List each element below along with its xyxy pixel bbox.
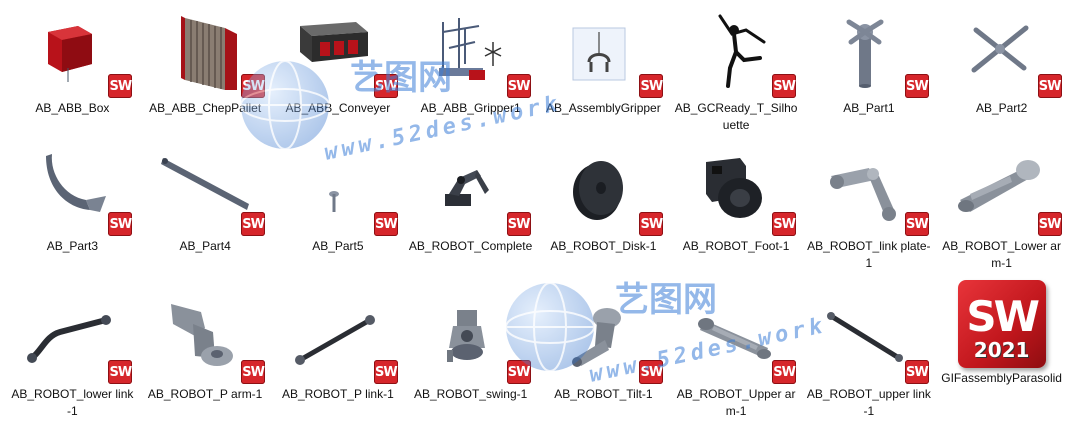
file-name: AB_ROBOT_swing-1 — [413, 387, 528, 401]
small-pin-icon: SW — [278, 148, 398, 236]
curved-hook-icon: SW — [12, 148, 133, 236]
file-tile[interactable]: SW AB_ROBOT_Disk-1 — [537, 144, 670, 292]
solidworks-badge-icon: SW — [772, 360, 797, 384]
file-tile[interactable]: SW AB_Part5 — [272, 144, 405, 292]
file-name: AB_Part3 — [46, 239, 99, 253]
file-tile[interactable]: SW AB_ROBOT_Complete — [404, 144, 537, 292]
long-bar-icon: SW — [145, 148, 266, 236]
solidworks-badge-icon: SW — [639, 212, 664, 236]
solidworks-badge-icon: SW — [1037, 212, 1062, 236]
robot-foot-icon: SW — [676, 148, 797, 236]
file-name: AB_AssemblyGripper — [546, 101, 661, 115]
file-name: AB_ROBOT_link plate-1 — [807, 239, 931, 270]
file-name: AB_GCReady_T_Silhouette — [674, 101, 798, 132]
file-name: AB_ABB_Box — [35, 101, 110, 115]
solidworks-badge-icon: SW — [772, 212, 797, 236]
part-post-icon: SW — [809, 10, 929, 98]
file-tile[interactable]: SW AB_ROBOT_Lower arm-1 — [935, 144, 1068, 292]
file-tile[interactable]: SW AB_AssemblyGripper — [537, 6, 670, 144]
solidworks-badge-icon: SW — [108, 360, 133, 384]
swing-icon: SW — [411, 296, 531, 384]
disk-icon: SW — [543, 148, 664, 236]
solidworks-badge-icon: SW — [373, 74, 398, 98]
file-name: AB_ROBOT_P link-1 — [281, 387, 394, 401]
file-name: AB_Part5 — [312, 239, 364, 253]
file-name: AB_ROBOT_Disk-1 — [550, 239, 657, 253]
solidworks-badge-icon: SW — [108, 74, 133, 98]
file-name: AB_Part2 — [975, 101, 1028, 115]
file-tile[interactable]: SW AB_ROBOT_Tilt-1 — [537, 292, 670, 432]
red-box-icon: SW — [12, 10, 133, 98]
file-tile[interactable]: SW AB_ROBOT_swing-1 — [404, 292, 537, 432]
file-name: AB_Part4 — [179, 239, 231, 253]
dancer-silhouette-icon: SW — [676, 10, 797, 98]
lower-link-icon: SW — [12, 296, 133, 384]
file-name: GIFassemblyParasolid — [941, 371, 1062, 385]
gripper-assembly-icon: SW — [411, 10, 531, 98]
file-name: AB_Part1 — [843, 101, 895, 115]
solidworks-badge-icon: SW — [108, 212, 133, 236]
solidworks-badge-icon: SW — [904, 212, 929, 236]
link-plate-icon: SW — [809, 148, 929, 236]
file-name: AB_ROBOT_Foot-1 — [682, 239, 790, 253]
file-name: AB_ROBOT_Tilt-1 — [554, 387, 653, 401]
file-tile[interactable]: SW AB_ROBOT_P link-1 — [272, 292, 405, 432]
file-name: AB_ROBOT_Complete — [408, 239, 533, 253]
file-tile[interactable]: SW AB_ABB_ChepPallet — [139, 6, 272, 144]
file-tile[interactable]: SW AB_ROBOT_Upper arm-1 — [670, 292, 803, 432]
solidworks-2021-app-icon: SW 2021 — [957, 280, 1046, 368]
file-tile[interactable]: SW AB_Part2 — [935, 6, 1068, 144]
file-tile[interactable]: SW AB_Part3 — [6, 144, 139, 292]
solidworks-badge-icon: SW — [373, 360, 398, 384]
lower-arm-icon: SW — [942, 148, 1062, 236]
file-name: AB_ABB_Gripper1 — [420, 101, 521, 115]
solidworks-badge-icon: SW — [904, 360, 929, 384]
solidworks-badge-icon: SW — [506, 74, 531, 98]
file-tile[interactable]: SW 2021 GIFassemblyParasolid — [935, 280, 1068, 432]
solidworks-badge-icon: SW — [241, 360, 266, 384]
file-tile[interactable]: SW AB_ROBOT_upper link-1 — [803, 292, 936, 432]
solidworks-badge-icon: SW — [373, 212, 398, 236]
file-name: AB_ABB_ChepPallet — [149, 101, 262, 115]
file-tile[interactable]: SW AB_GCReady_T_Silhouette — [670, 6, 803, 144]
pallet-icon: SW — [145, 10, 266, 98]
file-name: AB_ROBOT_upper link-1 — [806, 387, 931, 418]
solidworks-badge-icon: SW — [772, 74, 797, 98]
solidworks-badge-icon: SW — [506, 360, 531, 384]
solidworks-badge-icon: SW — [241, 212, 266, 236]
file-name: AB_ROBOT_Upper arm-1 — [676, 387, 796, 418]
upper-arm-icon: SW — [676, 296, 797, 384]
file-icon-grid: SW AB_ABB_Box SW AB_ABB_ChepPallet SW AB… — [6, 6, 1068, 432]
solidworks-badge-icon: SW — [1037, 74, 1062, 98]
file-name: AB_ROBOT_P arm-1 — [147, 387, 263, 401]
upper-link-icon: SW — [809, 296, 929, 384]
file-tile[interactable]: SW AB_Part4 — [139, 144, 272, 292]
file-name: AB_ROBOT_Lower arm-1 — [942, 239, 1061, 270]
file-name: AB_ABB_Conveyer — [285, 101, 391, 115]
solidworks-badge-icon: SW — [506, 212, 531, 236]
solidworks-badge-icon: SW — [639, 360, 664, 384]
file-tile[interactable]: SW AB_ABB_Gripper1 — [404, 6, 537, 144]
file-tile[interactable]: SW AB_ROBOT_P arm-1 — [139, 292, 272, 432]
solidworks-badge-icon: SW — [241, 74, 266, 98]
file-tile[interactable]: SW AB_ABB_Box — [6, 6, 139, 144]
assembly-gripper-icon: SW — [543, 10, 664, 98]
file-tile[interactable]: SW AB_ABB_Conveyer — [272, 6, 405, 144]
conveyor-icon: SW — [278, 10, 398, 98]
tilt-icon: SW — [543, 296, 664, 384]
robot-arm-icon: SW — [411, 148, 531, 236]
solidworks-badge-icon: SW — [904, 74, 929, 98]
file-tile[interactable]: SW AB_ROBOT_lower link-1 — [6, 292, 139, 432]
file-tile[interactable]: SW AB_Part1 — [803, 6, 936, 144]
file-name: AB_ROBOT_lower link-1 — [11, 387, 134, 418]
file-tile[interactable]: SW AB_ROBOT_Foot-1 — [670, 144, 803, 292]
p-arm-icon: SW — [145, 296, 266, 384]
solidworks-badge-icon: SW — [639, 74, 664, 98]
file-tile[interactable]: SW AB_ROBOT_link plate-1 — [803, 144, 936, 292]
cross-part-icon: SW — [942, 10, 1062, 98]
p-link-icon: SW — [278, 296, 398, 384]
